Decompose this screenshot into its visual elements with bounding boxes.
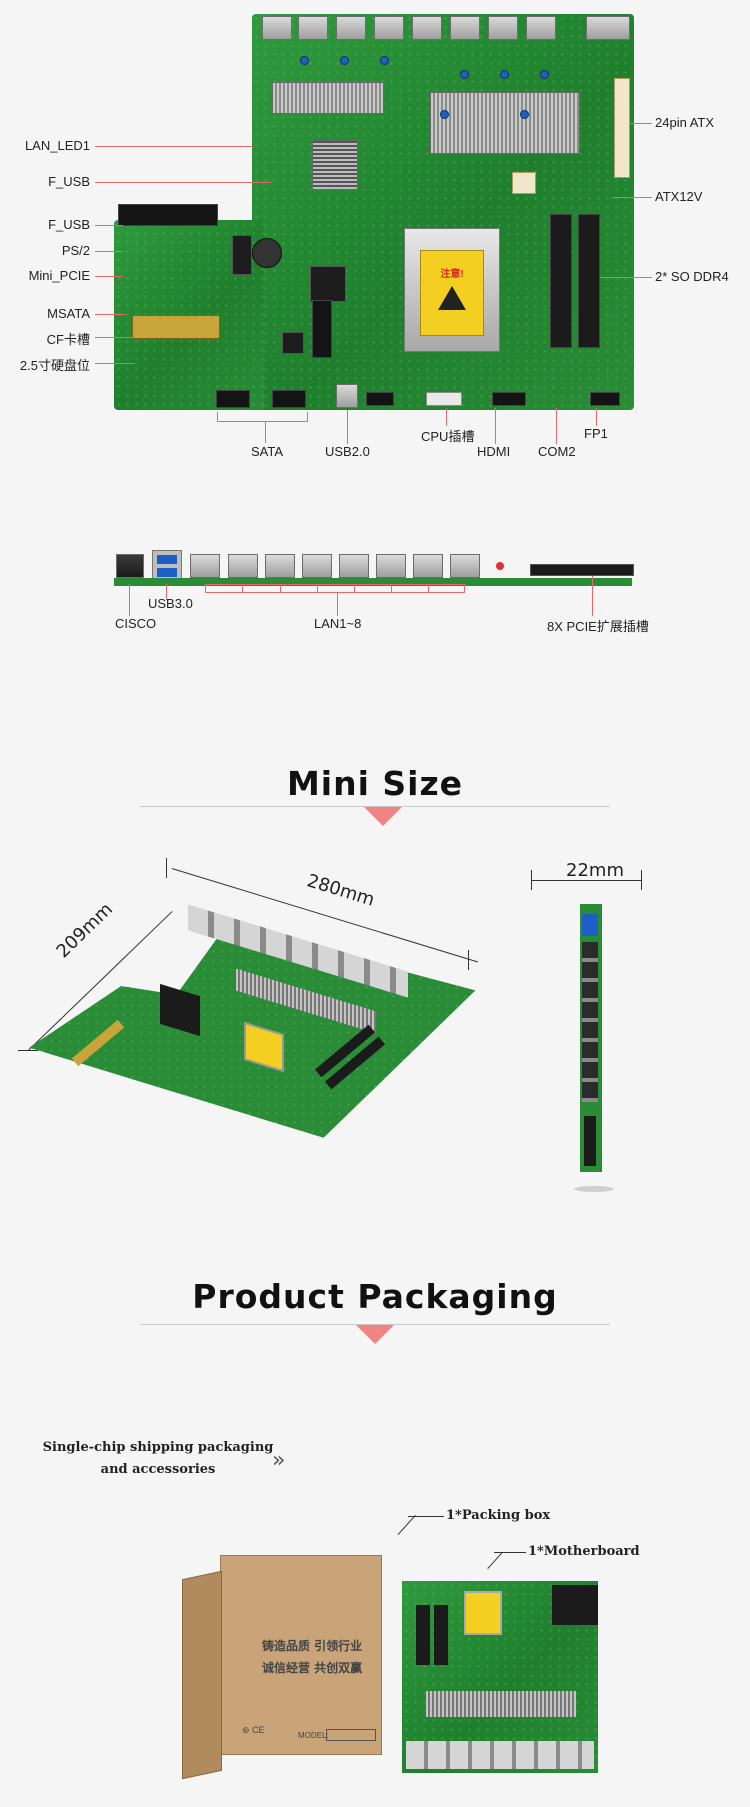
label-so-ddr4: 2* SO DDR4 bbox=[655, 269, 729, 284]
ddr4-slot-1 bbox=[550, 214, 572, 348]
accent-triangle bbox=[356, 1325, 394, 1344]
label-fp1: FP1 bbox=[584, 426, 608, 441]
label-cf-slot: CF卡槽 bbox=[46, 332, 90, 347]
height-dimension: 22mm bbox=[566, 860, 624, 881]
item-packing-box: 1*Packing box bbox=[446, 1508, 551, 1523]
width-dimension: 280mm bbox=[304, 870, 377, 911]
label-cpu-socket: CPU插槽 bbox=[421, 429, 475, 444]
side-view-board bbox=[580, 904, 602, 1172]
label-sata: SATA bbox=[251, 444, 284, 459]
box-slogan-2: 诚信经营 共创双赢 bbox=[262, 1661, 363, 1675]
mini-size-section: Mini Size 280mm 209mm 22mm bbox=[0, 750, 750, 1230]
label-msata: MSATA bbox=[47, 306, 90, 321]
label-pcie-slot: 8X PCIE扩展插槽 bbox=[547, 619, 649, 634]
label-hdmi: HDMI bbox=[477, 444, 511, 459]
accent-triangle bbox=[364, 807, 402, 826]
mini-size-title: Mini Size bbox=[286, 764, 464, 803]
label-lan-led1: LAN_LED1 bbox=[24, 138, 90, 153]
label-cisco: CISCO bbox=[115, 616, 157, 631]
box-model: MODEL: bbox=[298, 1731, 329, 1740]
usb3-ports bbox=[152, 550, 182, 582]
label-usb20: USB2.0 bbox=[325, 444, 370, 459]
pcie-slot bbox=[530, 564, 634, 576]
packaging-intro: Single-chip shipping packaging and acces… bbox=[42, 1440, 274, 1477]
chevron-right-icon: » bbox=[272, 1448, 286, 1473]
label-atx12v: ATX12V bbox=[655, 189, 703, 204]
label-mini-pcie: Mini_PCIE bbox=[28, 268, 90, 283]
label-24pin-atx: 24pin ATX bbox=[655, 115, 715, 130]
label-lan: LAN1~8 bbox=[314, 616, 362, 631]
label-com2: COM2 bbox=[538, 444, 576, 459]
label-ps2: PS/2 bbox=[61, 243, 90, 258]
isometric-board bbox=[20, 904, 480, 1140]
box-slogan-1: 铸造品质 引领行业 bbox=[262, 1639, 363, 1653]
board-diagram: 注意! LAN_LED1 F_USB F_USB PS/2 Mini_PCIE … bbox=[0, 0, 750, 460]
io-panel: CISCO USB3.0 LAN1~8 8X PCIE扩展插槽 bbox=[0, 540, 750, 640]
packing-box: 铸造品质 引领行业 诚信经营 共创双赢 MODEL: ⊛ CE bbox=[182, 1555, 382, 1780]
packaging-section: Product Packaging Single-chip shipping p… bbox=[0, 1265, 750, 1805]
label-hdd-bay: 2.5寸硬盘位 bbox=[19, 358, 90, 373]
cisco-port bbox=[116, 554, 144, 578]
item-motherboard: 1*Motherboard bbox=[528, 1544, 640, 1559]
packaged-motherboard bbox=[402, 1581, 598, 1773]
label-f-usb-1: F_USB bbox=[48, 174, 90, 189]
ddr4-slot-2 bbox=[578, 214, 600, 348]
label-f-usb-2: F_USB bbox=[48, 217, 90, 232]
cpu-warning-label: 注意! bbox=[420, 250, 484, 336]
packaging-title: Product Packaging bbox=[192, 1277, 558, 1316]
label-usb3: USB3.0 bbox=[148, 596, 193, 611]
atx-24pin bbox=[614, 78, 630, 178]
